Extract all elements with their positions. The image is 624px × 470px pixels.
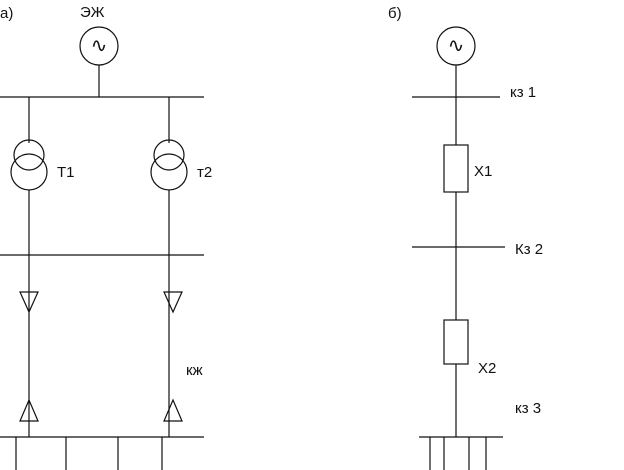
panel-a-label: а) bbox=[0, 5, 13, 22]
branch-t1: Т1 bbox=[10, 97, 75, 437]
generator-a: ∿ bbox=[79, 26, 119, 97]
reactance-x1-label: Х1 bbox=[474, 163, 492, 180]
reactance-x2 bbox=[443, 319, 469, 365]
ac-source-icon: ∿ bbox=[91, 35, 108, 57]
fault-point-1-label: кз 1 bbox=[510, 84, 536, 101]
cable-end-up-triangle-2 bbox=[163, 398, 183, 422]
cable-label: кж bbox=[186, 362, 203, 379]
load-feeders-b bbox=[429, 437, 487, 470]
diagram-a: а) ЭЖ ∿ Т1 т2 кж bbox=[0, 4, 212, 470]
source-ezh-label: ЭЖ bbox=[80, 4, 105, 21]
transformer-t1-label: Т1 bbox=[57, 164, 75, 181]
panel-b-label: б) bbox=[388, 5, 402, 22]
transformer-t2-primary bbox=[153, 139, 185, 171]
transformer-t2-label: т2 bbox=[197, 164, 212, 181]
transformer-t1-primary bbox=[13, 139, 45, 171]
diagram-b: б) ∿ кз 1 Х1 Кз 2 Х2 кз 3 bbox=[388, 5, 543, 470]
load-feeders-a bbox=[15, 437, 163, 470]
branch-t2: т2 кж bbox=[150, 97, 212, 437]
transformer-t2-secondary bbox=[150, 153, 188, 191]
reactance-x1 bbox=[443, 144, 469, 193]
fault-point-3-label: кз 3 bbox=[515, 400, 541, 417]
transformer-t1-secondary bbox=[10, 153, 48, 191]
cable-end-down-triangle-1 bbox=[19, 291, 39, 314]
fault-point-2-label: Кз 2 bbox=[515, 241, 543, 258]
reactance-x2-label: Х2 bbox=[478, 360, 496, 377]
ac-source-icon: ∿ bbox=[448, 35, 465, 57]
cable-end-down-triangle-2 bbox=[163, 291, 183, 314]
cable-end-up-triangle-1 bbox=[19, 398, 39, 422]
